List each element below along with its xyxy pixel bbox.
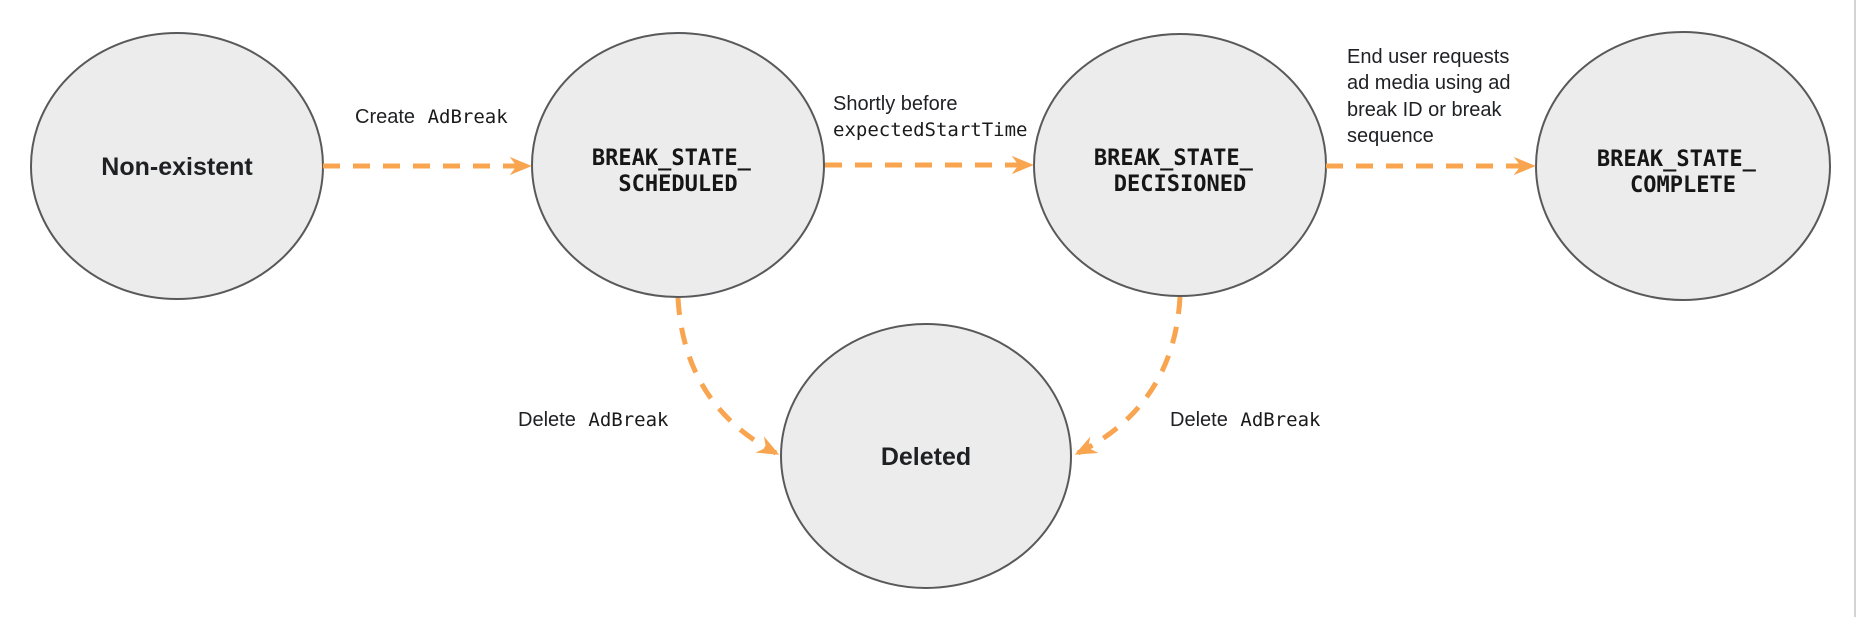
edge-label-line: ad media using ad (1347, 72, 1510, 94)
state-label-line: BREAK_STATE_ (592, 146, 752, 171)
edge-label-code: AdBreak (588, 409, 669, 431)
state-label-line: BREAK_STATE_ (1597, 147, 1757, 172)
state-label-deleted: Deleted (881, 443, 971, 471)
edge-label-text: Shortly before (833, 93, 958, 115)
edge-label-text: Delete (518, 409, 576, 431)
edge-label-code: expectedStartTime (833, 119, 1027, 141)
edge-label-delete-adbreak-right: Delete AdBreak (1170, 409, 1321, 431)
edge-delete-adbreak-from-decisioned (1074, 296, 1183, 456)
edge-label-code: AdBreak (1240, 409, 1321, 431)
edge-label-text: Delete (1170, 409, 1228, 431)
state-node-break-state-complete (1535, 31, 1831, 301)
edge-label-delete-adbreak-left: Delete AdBreak (518, 409, 669, 431)
state-label-line: BREAK_STATE_ (1094, 146, 1254, 171)
state-node-break-state-scheduled (531, 32, 825, 298)
state-label-break-state-complete: BREAK_STATE_ COMPLETE (1597, 147, 1769, 198)
edge-label-line: End user requests (1347, 46, 1509, 68)
state-label-line: SCHEDULED (618, 172, 737, 197)
edge-label-create-adbreak: Create AdBreak (355, 106, 508, 128)
state-label-non-existent: Non-existent (101, 153, 253, 181)
edge-delete-adbreak-from-scheduled (675, 297, 780, 456)
state-label-line: COMPLETE (1630, 173, 1736, 198)
edge-label-shortly-before: Shortly before expectedStartTime (833, 93, 1027, 141)
edge-label-line: sequence (1347, 125, 1434, 147)
edge-label-line: break ID or break (1347, 99, 1503, 121)
edge-label-end-user-requests: End user requests ad media using ad brea… (1347, 46, 1516, 147)
state-node-deleted (780, 323, 1072, 589)
edge-label-text: Create (355, 106, 415, 128)
state-label-break-state-scheduled: BREAK_STATE_ SCHEDULED (592, 146, 764, 197)
state-label-break-state-decisioned: BREAK_STATE_ DECISIONED (1094, 146, 1266, 197)
edge-label-code: AdBreak (428, 106, 509, 128)
state-label-line: DECISIONED (1114, 172, 1246, 197)
